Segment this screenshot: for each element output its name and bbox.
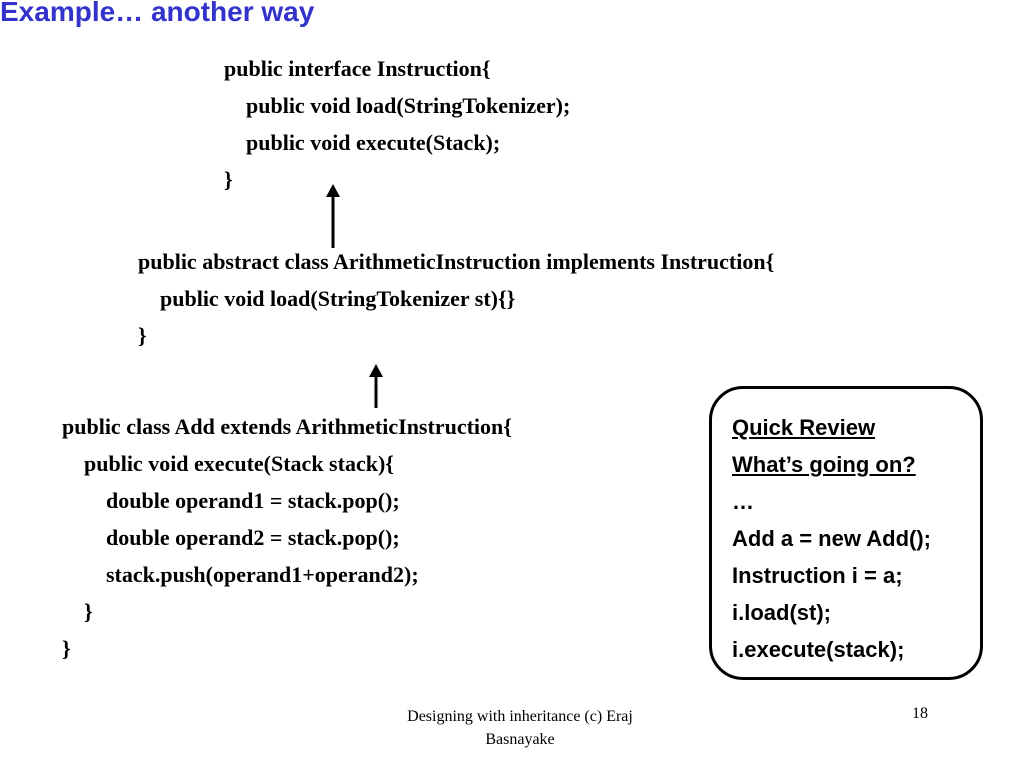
code-line: double operand2 = stack.pop(); [62, 525, 400, 550]
code-line: public void load(StringTokenizer st){} [138, 286, 516, 311]
review-line: Add a = new Add(); [732, 526, 932, 551]
code-line: double operand1 = stack.pop(); [62, 488, 400, 513]
page-number: 18 [912, 705, 928, 722]
inheritance-arrow-icon [369, 364, 383, 408]
footer-line: Basnayake [485, 731, 555, 748]
code-line: public void load(StringTokenizer); [224, 93, 571, 118]
review-line: Instruction i = a; [732, 563, 903, 588]
footer-line: Designing with inheritance (c) Eraj [407, 708, 633, 725]
review-heading: Quick Review [732, 415, 876, 440]
quick-review-content: Quick Review What’s going on? … Add a = … [732, 409, 931, 668]
abstract-class-code-block: public abstract class ArithmeticInstruct… [138, 243, 774, 354]
review-subheading: What’s going on? [732, 452, 916, 477]
code-line: stack.push(operand1+operand2); [62, 562, 419, 587]
interface-code-block: public interface Instruction{ public voi… [224, 50, 570, 198]
review-line: … [732, 489, 754, 514]
code-line: public void execute(Stack stack){ [62, 451, 394, 476]
code-line: public class Add extends ArithmeticInstr… [62, 414, 512, 439]
slide-title: Example… another way [0, 0, 315, 27]
slide-footer: Designing with inheritance (c) Eraj Basn… [340, 705, 700, 751]
add-class-code-block: public class Add extends ArithmeticInstr… [62, 408, 512, 667]
code-line: } [62, 599, 93, 624]
review-line: i.load(st); [732, 600, 831, 625]
code-line: public interface Instruction{ [224, 56, 491, 81]
inheritance-arrow-icon [326, 184, 340, 248]
review-line: i.execute(stack); [732, 637, 905, 662]
quick-review-box [709, 386, 983, 680]
code-line: } [224, 167, 233, 192]
code-line: } [62, 636, 71, 661]
code-line: } [138, 323, 147, 348]
code-line: public void execute(Stack); [224, 130, 501, 155]
code-line: public abstract class ArithmeticInstruct… [138, 249, 775, 274]
